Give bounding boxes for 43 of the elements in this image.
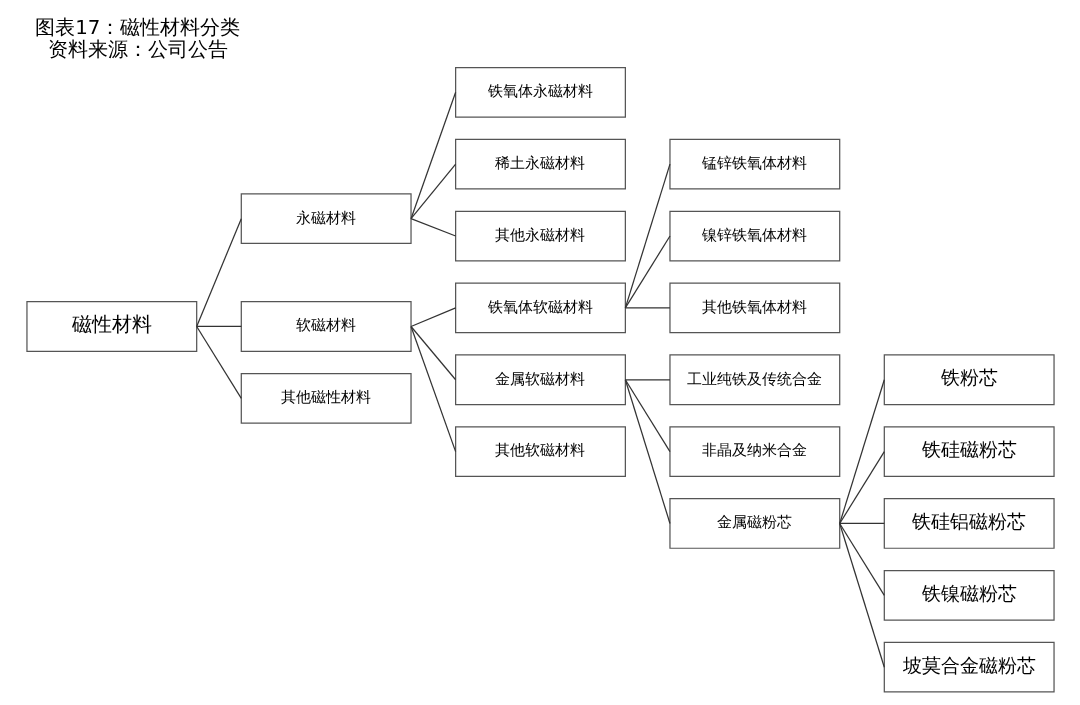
connector [838, 522, 885, 668]
connector [195, 325, 242, 399]
connector [624, 307, 671, 309]
connector [195, 325, 242, 328]
connector [624, 163, 671, 309]
node-box: 其他永磁材料 [454, 210, 626, 262]
node-box: 其他磁性材料 [240, 372, 412, 424]
node-box: 稀土永磁材料 [454, 138, 626, 190]
node-box: 铁镍磁粉芯 [883, 569, 1055, 621]
node-box: 磁性材料 [25, 301, 197, 352]
node-box: 坡莫合金磁粉芯 [883, 641, 1055, 693]
connector [624, 379, 671, 381]
caption: 资料来源：公司公告 [47, 38, 228, 62]
node-box: 铁硅磁粉芯 [883, 426, 1055, 477]
node-box: 工业纯铁及传统合金 [668, 354, 840, 406]
connector [409, 163, 456, 220]
connector [624, 235, 671, 309]
node-box: 金属磁粉芯 [668, 498, 840, 549]
node-box: 铁氧体软磁材料 [454, 282, 626, 334]
connector [624, 379, 671, 525]
connector [838, 522, 885, 596]
diagram-title: 图表17：磁性材料分类 [34, 15, 240, 39]
connector [624, 379, 671, 453]
connector [838, 379, 885, 525]
connector [838, 451, 885, 525]
node-box: 其他软磁材料 [454, 426, 626, 477]
connector [409, 91, 456, 220]
connector [409, 325, 456, 453]
node-box: 永磁材料 [240, 193, 412, 245]
node-box: 金属软磁材料 [454, 354, 626, 406]
node-box: 锰锌铁氧体材料 [668, 138, 840, 190]
node-box: 铁硅铝磁粉芯 [883, 498, 1055, 549]
node-box: 其他铁氧体材料 [668, 282, 840, 334]
node-box: 镍锌铁氧体材料 [668, 210, 840, 262]
connector [195, 218, 242, 328]
node-box: 铁粉芯 [883, 354, 1055, 406]
connector [409, 218, 456, 237]
connector [838, 522, 885, 525]
connector [409, 307, 456, 328]
node-box: 非晶及纳米合金 [668, 426, 840, 477]
node-box: 软磁材料 [240, 301, 412, 352]
node-box: 铁氧体永磁材料 [454, 66, 626, 118]
connector [409, 325, 456, 381]
